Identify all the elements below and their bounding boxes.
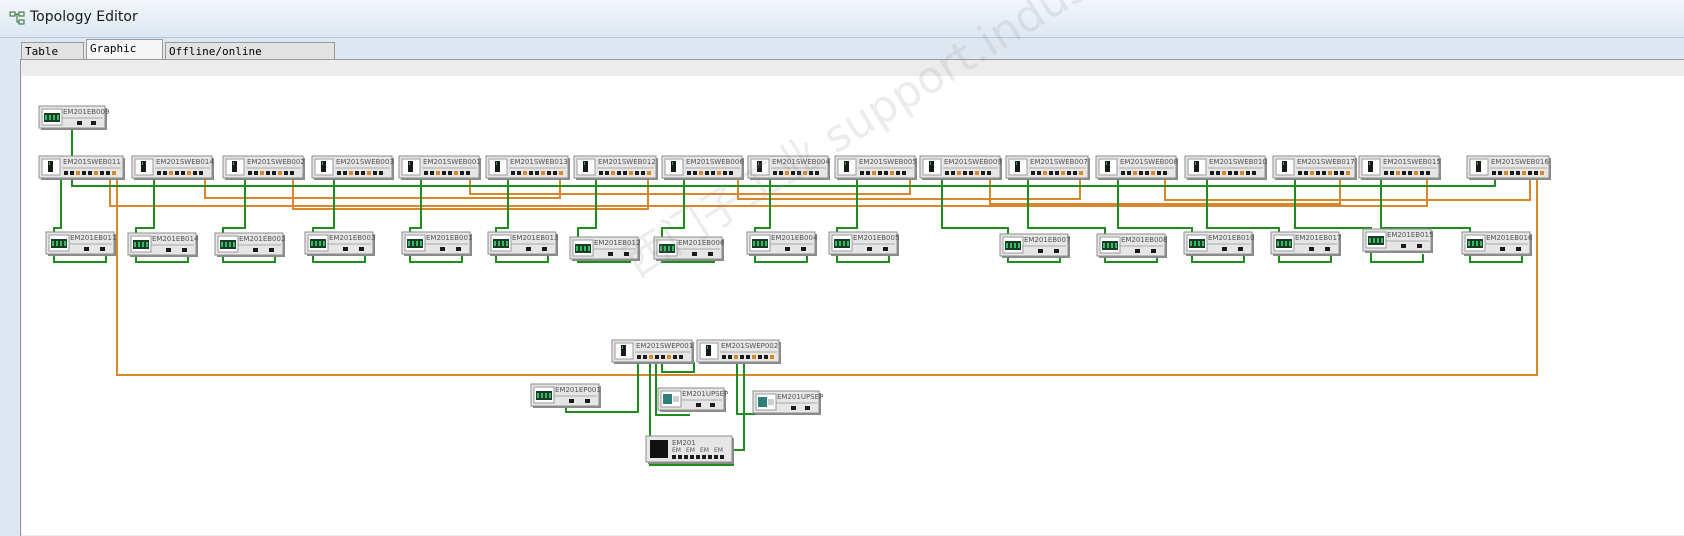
station-em201eb011[interactable]: EM201EB011 [45, 231, 116, 256]
station-em201eb003[interactable]: EM201EB003 [304, 231, 375, 256]
device-label: EM201EB015 [1387, 231, 1433, 239]
device-label: EM201SWEP002 [721, 342, 778, 350]
device-label: EM201UPSEP [777, 393, 823, 401]
plc-module-label: EM [700, 447, 709, 454]
station-em201eb017[interactable]: EM201EB017 [1270, 231, 1341, 256]
station-em201eb013[interactable]: EM201EB013 [487, 231, 558, 256]
title-bar: Topology Editor [0, 0, 1684, 38]
switch-em201sweb001[interactable]: EM201SWEB001 [398, 155, 481, 180]
window-title: Topology Editor [30, 9, 138, 25]
switch-em201sweb006[interactable]: EM201SWEB006 [661, 155, 744, 180]
device-label: EM201SWEB001 [423, 158, 481, 166]
station-em201eb016[interactable]: EM201EB016 [1461, 231, 1533, 256]
switch-em201sweb010[interactable]: EM201SWEB010 [1184, 155, 1267, 180]
plc-label: EM201 [672, 439, 696, 447]
device-top[interactable]: EM201EB009 [38, 105, 109, 130]
device-label: EM201EB009 [63, 108, 109, 116]
switch-em201sweb003[interactable]: EM201SWEB003 [311, 155, 394, 180]
profinet-line [661, 362, 695, 373]
device-label: EM201SWEP001 [636, 342, 693, 350]
device-label: EM201SWEB013 [510, 158, 568, 166]
plc-module-label: EM [714, 447, 723, 454]
station-em201eb015[interactable]: EM201EB015 [1362, 228, 1433, 253]
ring-line [204, 178, 561, 199]
device-label: EM201SWEB007 [1030, 158, 1088, 166]
device-label: EM201EB014 [152, 235, 199, 243]
device-label: EM201EB008 [1121, 236, 1167, 244]
device-label: EM201EB004 [771, 234, 818, 242]
device-label: EM201SWEB003 [336, 158, 394, 166]
device-label: EM201EB002 [239, 235, 285, 243]
switch-em201sweb007[interactable]: EM201SWEB007 [1005, 155, 1090, 180]
ring-line [989, 178, 1341, 205]
ring-line [737, 178, 1081, 200]
ring-line [116, 178, 1538, 376]
station-em201eb008[interactable]: EM201EB008 [1096, 233, 1167, 258]
switch-em201sweb002[interactable]: EM201SWEB002 [222, 155, 305, 180]
device-label: EM201SWEB002 [247, 158, 305, 166]
device-label: EM201EP001 [555, 386, 601, 394]
profinet-line [71, 178, 1496, 187]
plc-module-label: EM [672, 447, 681, 454]
device-label: EM201EB006 [678, 239, 725, 247]
station-em201eb004[interactable]: EM201EB004 [746, 231, 818, 256]
device-label: EM201SWEB014 [156, 158, 214, 166]
device-label: EM201EB001 [426, 234, 472, 242]
station-em201ep001[interactable]: EM201EP001 [530, 383, 601, 408]
device-label: EM201EB013 [512, 234, 558, 242]
ups-device-1[interactable]: EM201UPSEP [657, 387, 728, 412]
device-label: EM201EB017 [1295, 234, 1341, 242]
switch-em201sweb008[interactable]: EM201SWEB008 [1095, 155, 1178, 180]
device-label: EM201UPSEP [682, 390, 728, 398]
topology-icon [9, 11, 25, 25]
station-em201eb006[interactable]: EM201EB006 [653, 236, 725, 261]
switch-em201sweb016[interactable]: EM201SWEB016 [1466, 155, 1551, 180]
ring-line [109, 178, 1428, 207]
device-label: EM201SWEB008 [1120, 158, 1178, 166]
device-label: EM201EB010 [1208, 234, 1254, 242]
device-label: EM201SWEB004 [772, 158, 830, 166]
device-label: EM201EB012 [594, 239, 640, 247]
device-label: EM201SWEB009 [944, 158, 1002, 166]
station-em201eb005[interactable]: EM201EB005 [828, 231, 899, 256]
station-em201eb010[interactable]: EM201EB010 [1183, 231, 1254, 256]
device-label: EM201SWEB016 [1491, 158, 1549, 166]
switch-em201sweb005[interactable]: EM201SWEB005 [834, 155, 917, 180]
switch-em201sweb015[interactable]: EM201SWEB015 [1358, 155, 1441, 180]
device-label: EM201EB003 [329, 234, 375, 242]
switch-em201sweb004[interactable]: EM201SWEB004 [747, 155, 830, 180]
profinet-line [655, 362, 690, 416]
switch-em201sweb014[interactable]: EM201SWEB014 [131, 155, 214, 180]
device-label: EM201EB007 [1024, 236, 1070, 244]
device-label: EM201SWEB010 [1209, 158, 1267, 166]
switch-em201sweb011[interactable]: EM201SWEB011 [38, 155, 125, 180]
station-em201eb012[interactable]: EM201EB012 [569, 236, 640, 261]
device-label: EM201SWEB017 [1297, 158, 1355, 166]
switch-em201sweb012[interactable]: EM201SWEB012 [573, 155, 658, 180]
device-label: EM201EB016 [1486, 234, 1533, 242]
device-label: EM201EB011 [70, 234, 116, 242]
device-label: EM201SWEB012 [598, 158, 656, 166]
device-label: EM201SWEB011 [63, 158, 121, 166]
plc-module-label: EM [686, 447, 695, 454]
station-em201eb014[interactable]: EM201EB014 [127, 232, 199, 257]
switch-em201swep001[interactable]: EM201SWEP001 [611, 339, 694, 364]
ups-device-2[interactable]: EM201UPSEP [752, 390, 823, 415]
station-em201eb007[interactable]: EM201EB007 [999, 233, 1070, 258]
station-em201eb001[interactable]: EM201EB001 [401, 231, 472, 256]
profinet-line [730, 362, 745, 451]
device-label: EM201SWEB006 [686, 158, 744, 166]
switch-em201swep002[interactable]: EM201SWEP002 [696, 339, 781, 364]
switch-em201sweb009[interactable]: EM201SWEB009 [919, 155, 1002, 180]
ring-line [1164, 178, 1531, 201]
switch-em201sweb017[interactable]: EM201SWEB017 [1272, 155, 1357, 180]
device-label: EM201SWEB015 [1383, 158, 1441, 166]
device-label: EM201SWEB005 [859, 158, 917, 166]
station-em201eb002[interactable]: EM201EB002 [214, 232, 285, 257]
topology-canvas[interactable] [22, 76, 1684, 535]
switch-em201sweb013[interactable]: EM201SWEB013 [485, 155, 570, 180]
device-label: EM201EB005 [853, 234, 899, 242]
